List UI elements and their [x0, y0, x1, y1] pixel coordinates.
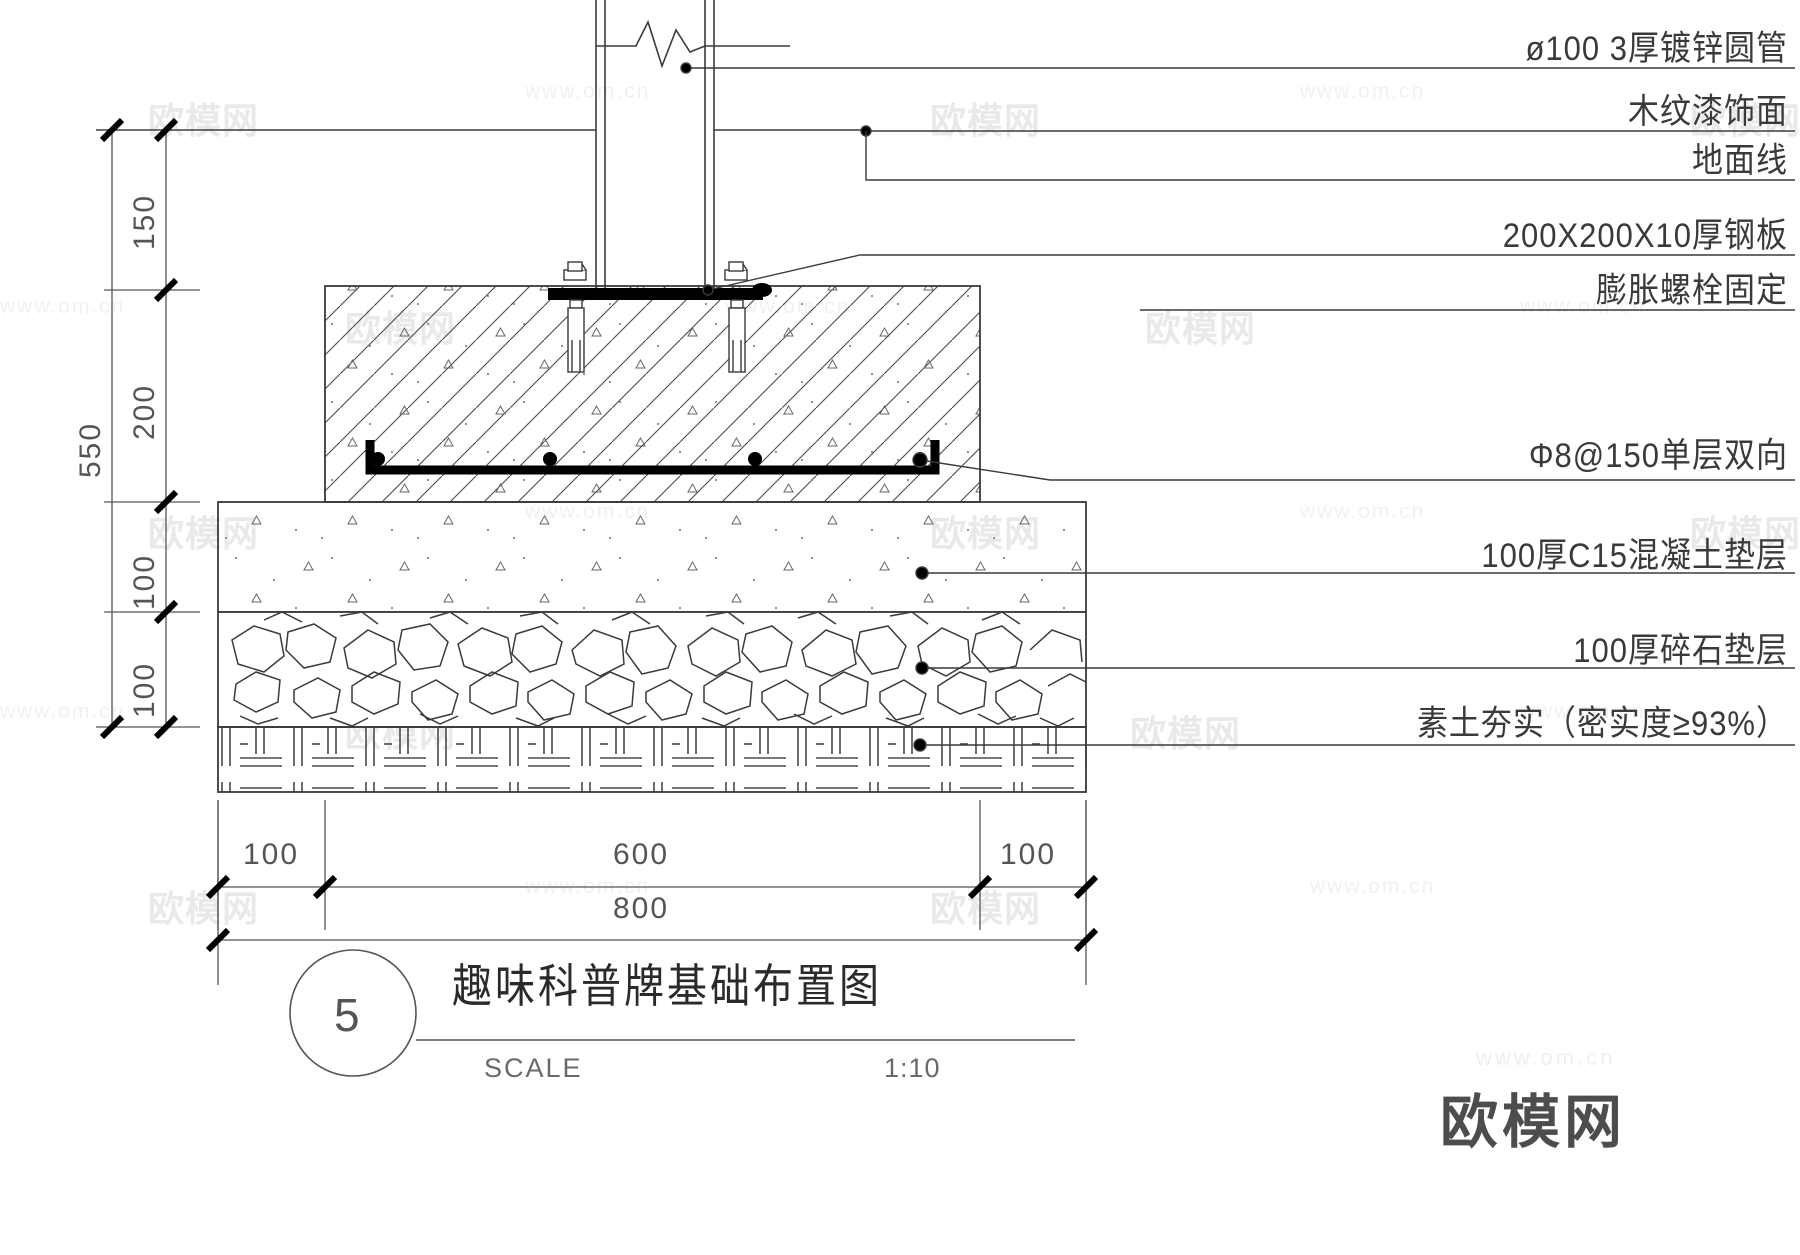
- annotation-compacted-earth: 素土夯实（密实度≥93%）: [1416, 703, 1788, 743]
- annotation-base-plate: 200X200X10厚钢板: [1502, 215, 1788, 255]
- dim-horizontal-total: 800: [613, 892, 670, 925]
- vertical-dimensions: [96, 117, 200, 740]
- dim-vertical-100-a: 100: [128, 553, 161, 610]
- brand-url: www.om.cn: [1476, 1045, 1616, 1070]
- horizontal-dimensions: [205, 800, 1099, 985]
- annotation-rebar: Φ8@150单层双向: [1528, 435, 1788, 475]
- annotation-ground-line: 地面线: [1692, 140, 1788, 180]
- drawing-title: 趣味科普牌基础布置图: [452, 961, 882, 1013]
- title-block: [289, 949, 1075, 1077]
- gravel-bed: [217, 611, 1087, 728]
- dim-horizontal-100-right: 100: [1000, 838, 1057, 871]
- scale-label: SCALE: [484, 1053, 583, 1083]
- annotation-anchor-bolt: 膨胀螺栓固定: [1596, 270, 1788, 310]
- annotation-c15-cushion: 100厚C15混凝土垫层: [1481, 535, 1788, 575]
- compacted-earth: [217, 726, 1087, 793]
- annotation-gravel-bed: 100厚碎石垫层: [1573, 630, 1788, 670]
- dim-vertical-100-b: 100: [128, 661, 161, 718]
- leader-lines: [680, 62, 1795, 752]
- anchor-bolt-right: [724, 261, 748, 373]
- detail-number: 5: [334, 989, 360, 1041]
- dim-vertical-150: 150: [128, 193, 161, 250]
- dim-vertical-200: 200: [128, 383, 161, 440]
- annotation-wood-finish: 木纹漆饰面: [1628, 91, 1788, 131]
- steel-post: [595, 0, 790, 292]
- brand-logo: 欧模网: [1440, 1090, 1627, 1155]
- c15-concrete-cushion: [217, 501, 1087, 613]
- annotation-post: ø100 3厚镀锌圆管: [1525, 28, 1788, 68]
- anchor-bolt-left: [563, 261, 587, 373]
- scale-value: 1:10: [884, 1053, 941, 1083]
- dim-horizontal-100-left: 100: [243, 838, 300, 871]
- dim-horizontal-600: 600: [613, 838, 670, 871]
- dim-vertical-total: 550: [74, 421, 107, 478]
